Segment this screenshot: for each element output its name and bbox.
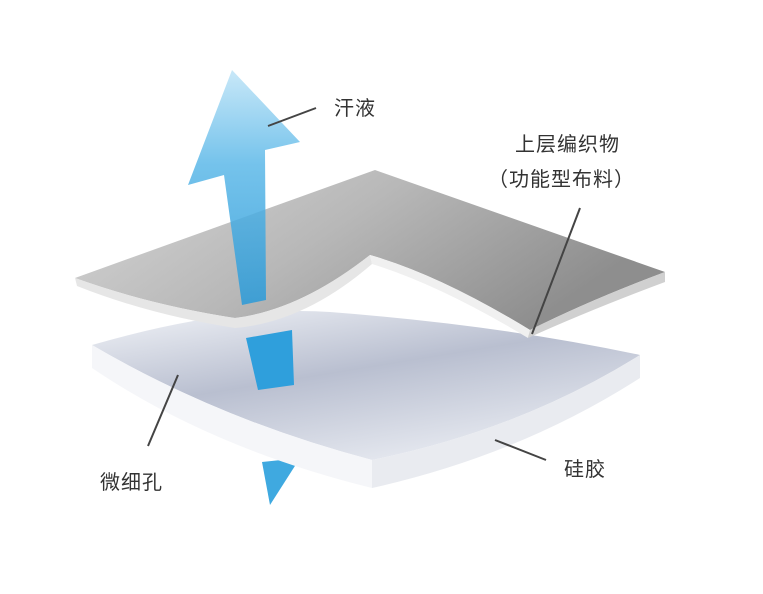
label-upper-fabric-note: （功能型布料）: [488, 167, 635, 191]
label-sweat: 汗液: [334, 96, 376, 120]
leader-line-micropores: [147, 374, 179, 447]
label-silicone: 硅胶: [564, 457, 606, 481]
arrow-up-icon: [188, 70, 300, 305]
upper-fabric-layer: [75, 170, 665, 338]
label-upper-fabric: 上层编织物: [515, 132, 620, 156]
arrow-middle-segment: [246, 330, 294, 390]
silicone-layer: [92, 310, 640, 488]
arrow-bottom-segment: [262, 458, 300, 505]
label-micropores: 微细孔: [100, 470, 163, 494]
leader-line-silicone: [494, 439, 547, 461]
leader-line-upper-fabric: [531, 207, 581, 335]
leader-line-sweat: [267, 107, 317, 127]
